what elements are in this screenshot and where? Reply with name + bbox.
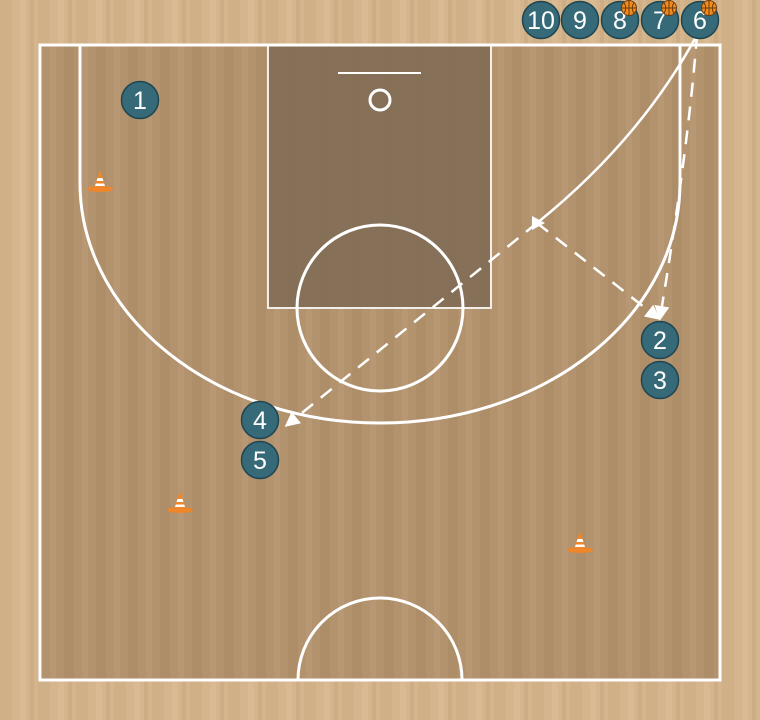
player-9[interactable]: 9 (560, 0, 600, 40)
basket-rim (368, 88, 392, 112)
player-token (521, 0, 561, 40)
player-token (640, 320, 680, 360)
pass-line-to-2 (536, 222, 661, 320)
player-label: 1 (133, 87, 147, 115)
basketball-icon (661, 0, 677, 16)
player-6[interactable]: 6 (680, 0, 720, 40)
player-label: 9 (573, 7, 587, 35)
traffic-cone-icon (567, 531, 593, 553)
player-label: 10 (527, 7, 555, 35)
player-token (240, 400, 280, 440)
player-5[interactable]: 5 (240, 440, 280, 480)
player-label: 5 (253, 447, 267, 475)
player-3[interactable]: 3 (640, 360, 680, 400)
player-4[interactable]: 4 (240, 400, 280, 440)
player-token (640, 360, 680, 400)
player-token (560, 0, 600, 40)
paint-area (267, 44, 492, 309)
screen-marker (532, 216, 545, 230)
player-1[interactable]: 1 (120, 80, 160, 120)
player-label: 7 (653, 7, 667, 35)
player-2[interactable]: 2 (640, 320, 680, 360)
free-throw-circle (295, 223, 465, 393)
player-label: 6 (693, 7, 707, 35)
basketball-icon (621, 0, 637, 16)
player-token (120, 80, 160, 120)
player-label: 3 (653, 367, 667, 395)
center-circle (296, 596, 464, 681)
cones-layer (87, 170, 593, 553)
basketball-icon (701, 0, 717, 16)
movement-lines (284, 34, 699, 427)
traffic-cone-icon (87, 170, 113, 192)
player-7[interactable]: 7 (640, 0, 680, 40)
player-label: 8 (613, 7, 627, 35)
player-token (240, 440, 280, 480)
player-label: 2 (653, 327, 667, 355)
player-8[interactable]: 8 (600, 0, 640, 40)
dribble-line-right (654, 34, 699, 321)
cut-line (536, 34, 699, 224)
player-10[interactable]: 10 (521, 0, 561, 40)
three-point-arc (78, 182, 682, 425)
player-label: 4 (253, 407, 267, 435)
traffic-cone-icon (167, 491, 193, 513)
court-lines (38, 43, 722, 682)
court-boundary (38, 43, 722, 682)
pass-line-to-4 (284, 222, 538, 427)
